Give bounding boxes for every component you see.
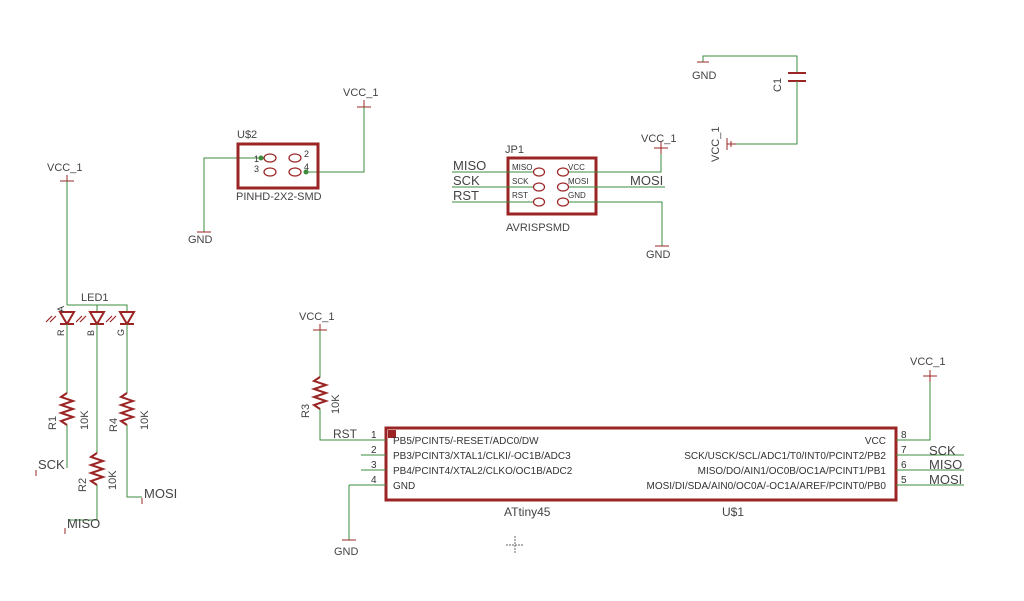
u2-pin2: 2 [304, 149, 309, 159]
r1-value-label: 10K [79, 410, 91, 430]
r1-ref-label: R1 [47, 416, 59, 430]
mcu-pin-num-5: 5 [901, 475, 907, 486]
jp1-net-rst: RST [453, 188, 479, 203]
r2-value-label: 10K [107, 470, 119, 490]
jp1-pin-rst: RST [512, 191, 528, 200]
r3-vcc-label: VCC_1 [299, 311, 334, 323]
isp-jp1: JP1 AVRISPSMD MISO SCK RST VCC MOSI GND … [452, 133, 676, 261]
mcu-pin-num-6: 6 [901, 460, 907, 471]
mcu-attiny45: GND 1 2 3 4 PB5/PCINT5/-RESET/ADC0/DW PB… [334, 356, 964, 558]
mcu-net-miso: MISO [929, 457, 962, 472]
mcu-vcc-label: VCC_1 [910, 356, 945, 368]
jp1-package-label: AVRISPSMD [506, 222, 570, 234]
r3-net-rst: RST [333, 427, 358, 441]
u2-package-label: PINHD-2X2-SMD [236, 191, 322, 203]
mcu-pin-num-4: 4 [371, 475, 377, 486]
led-pin-r: R [56, 329, 66, 336]
mcu-pin-num-2: 2 [371, 445, 377, 456]
jp1-pin-mosi: MOSI [568, 177, 588, 186]
jp1-net-mosi: MOSI [630, 173, 663, 188]
led-net-mosi: MOSI [144, 486, 177, 501]
mcu-pin-num-7: 7 [901, 445, 907, 456]
mcu-pin-num-3: 3 [371, 460, 377, 471]
mcu-pin-label-7: SCK/USCK/SCL/ADC1/T0/INT0/PCINT2/PB2 [684, 451, 886, 462]
jp1-vcc-label: VCC_1 [641, 133, 676, 145]
mcu-net-sck: SCK [929, 443, 956, 458]
led-pin-b: B [86, 330, 96, 336]
led-pin-a: A [56, 306, 66, 312]
led-net-miso: MISO [67, 516, 100, 531]
u2-pin1: 1 [254, 154, 259, 164]
jp1-pin-gnd: GND [568, 191, 586, 200]
mcu-ref-label: U$1 [722, 505, 744, 519]
header-u2: VCC_1 GND U$2 PINHD-2X2-SMD 1 2 3 4 [188, 87, 378, 246]
u2-pin3: 3 [254, 164, 259, 174]
led-ref-label: LED1 [81, 292, 109, 304]
jp1-ref-label: JP1 [505, 144, 524, 156]
u2-gnd-label: GND [188, 234, 213, 246]
mcu-pin-num-1: 1 [371, 430, 377, 441]
mcu-net-mosi: MOSI [929, 472, 962, 487]
mcu-pin-label-4: GND [393, 481, 415, 492]
r3-value-label: 10K [330, 394, 342, 414]
origin-cross-icon [506, 536, 524, 554]
u2-pin4: 4 [304, 162, 309, 172]
jp1-pin-sck: SCK [512, 177, 529, 186]
jp1-pin-vcc: VCC [568, 163, 585, 172]
jp1-net-sck: SCK [453, 173, 480, 188]
mcu-pin-label-8: VCC [865, 436, 886, 447]
mcu-pin-label-5: MOSI/DI/SDA/AIN0/OC0A/-OC1A/AREF/PCINT0/… [646, 481, 886, 492]
mcu-pin-label-1: PB5/PCINT5/-RESET/ADC0/DW [393, 436, 539, 447]
r2-ref-label: R2 [77, 478, 89, 492]
r3-ref-label: R3 [300, 404, 312, 418]
led-pin-g: G [116, 329, 126, 336]
u2-ref-label: U$2 [237, 129, 257, 141]
mcu-pin-num-8: 8 [901, 430, 907, 441]
mcu-pin-label-2: PB3/PCINT3/XTAL1/CLKI/-OC1B/ADC3 [393, 451, 571, 462]
led-net-sck: SCK [38, 457, 65, 472]
mcu-name-label: ATtiny45 [504, 505, 551, 519]
c1-ref-label: C1 [772, 78, 784, 92]
u2-vcc-label: VCC_1 [343, 87, 378, 99]
led-group: VCC_1 LED1 R B G A R1 10K R4 10K [35, 162, 177, 534]
mcu-pin-label-3: PB4/PCINT4/XTAL2/CLKO/OC1B/ADC2 [393, 466, 573, 477]
mcu-gnd-label: GND [334, 546, 359, 558]
jp1-pin-miso: MISO [512, 163, 532, 172]
reset-pullup-r3: VCC_1 R3 10K RST [299, 311, 386, 441]
led-vcc-label: VCC_1 [47, 162, 82, 174]
r4-ref-label: R4 [108, 418, 120, 432]
capacitor-c1: GND C1 VCC_1 [692, 55, 806, 162]
c1-vcc-label: VCC_1 [710, 127, 722, 162]
r4-value-label: 10K [139, 410, 151, 430]
mcu-pin-label-6: MISO/DO/AIN1/OC0B/OC1A/PCINT1/PB1 [698, 466, 887, 477]
c1-gnd-label: GND [692, 70, 717, 82]
jp1-gnd-label: GND [646, 249, 671, 261]
jp1-net-miso: MISO [453, 158, 486, 173]
